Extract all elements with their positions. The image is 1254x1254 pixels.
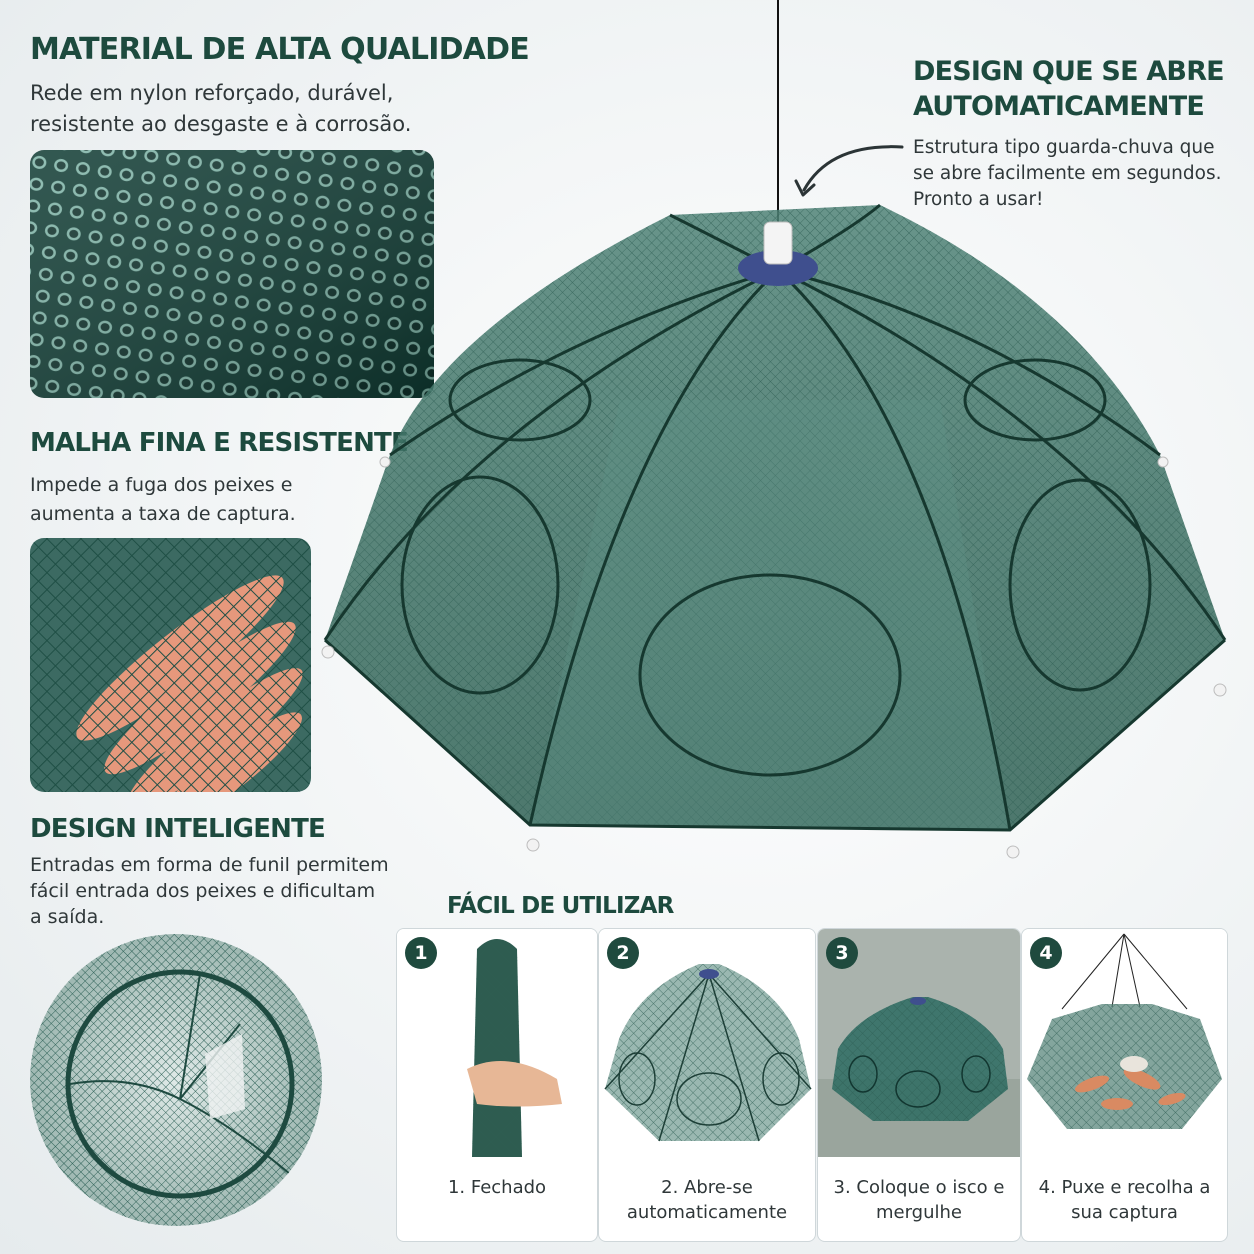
open-trap-image: [599, 929, 815, 1157]
steps-title: FÁCIL DE UTILIZAR: [447, 893, 674, 919]
curved-arrow-icon: [794, 145, 904, 197]
feature-auto-open-title: DESIGN QUE SE ABRE AUTOMATICAMENTE: [913, 56, 1225, 122]
hand-behind-mesh-image: [30, 538, 311, 792]
trap-in-water-image: [818, 929, 1020, 1157]
step-caption: 3. Coloque o isco e mergulhe: [833, 1177, 1005, 1223]
funnel-entrance-image: [30, 934, 322, 1226]
feature-material-title: MATERIAL DE ALTA QUALIDADE: [30, 32, 530, 67]
step-caption: 2. Abre-se automaticamente: [626, 1177, 788, 1223]
step-card-pull-catch: 4 4. Puxe e recolha a sua captura: [1021, 928, 1228, 1242]
trap-with-catch-image: [1022, 929, 1227, 1157]
step-caption: 4. Puxe e recolha a sua captura: [1038, 1177, 1211, 1223]
step-number-badge: 3: [826, 937, 858, 969]
feature-mesh-description: Impede a fuga dos peixes e aumenta a tax…: [30, 474, 296, 525]
step-card-opens: 2 2. Abre-se automaticamente: [598, 928, 816, 1242]
step-caption: 1. Fechado: [447, 1177, 547, 1198]
closed-trap-image: [397, 929, 597, 1157]
umbrella-fish-trap-image: [321, 0, 1227, 859]
step-number-badge: 2: [607, 937, 639, 969]
mesh-closeup-image: [30, 150, 434, 398]
step-number-badge: 1: [405, 937, 437, 969]
step-number-badge: 4: [1030, 937, 1062, 969]
feature-material-description: Rede em nylon reforçado, durável, resist…: [30, 81, 412, 136]
step-card-closed: 1 1. Fechado: [396, 928, 598, 1242]
feature-mesh-title: MALHA FINA E RESISTENTE: [30, 428, 409, 458]
feature-auto-open-description: Estrutura tipo guarda-chuva que se abre …: [913, 137, 1222, 210]
feature-design-description: Entradas em forma de funil permitem fáci…: [30, 854, 389, 928]
feature-design-title: DESIGN INTELIGENTE: [30, 814, 326, 844]
step-card-bait-dive: 3 3. Coloque o isco e mergulhe: [817, 928, 1021, 1242]
